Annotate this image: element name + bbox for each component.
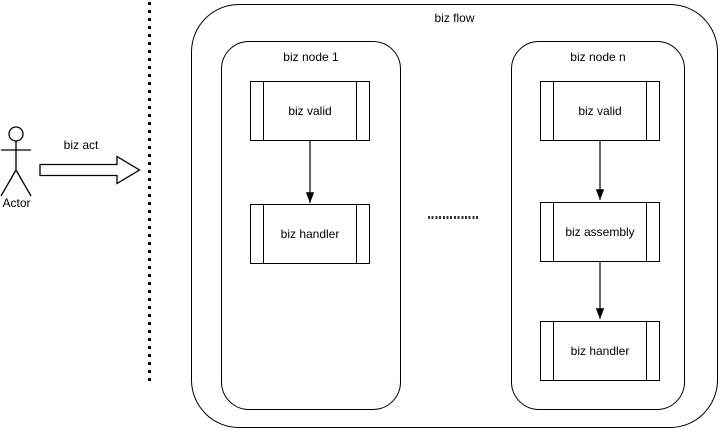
process-label: biz handler (280, 227, 340, 241)
process-biz-handler-noden[interactable]: biz handler (540, 321, 660, 381)
biz-flow-title: biz flow (434, 11, 475, 25)
boundary-dotted-line (148, 2, 151, 383)
biz-node-1-title: biz node 1 (283, 50, 339, 64)
process-biz-handler-node1[interactable]: biz handler (250, 204, 370, 264)
process-side-bar (263, 82, 264, 140)
actor-leg-left (0, 169, 17, 197)
actor-label: Actor (2, 196, 31, 210)
biz-node-n-title: biz node n (570, 50, 626, 64)
action-block-arrow[interactable] (39, 155, 141, 185)
process-side-bar (553, 82, 554, 140)
ellipsis-dots (428, 216, 479, 219)
process-side-bar (553, 203, 554, 261)
process-biz-valid-node1[interactable]: biz valid (250, 81, 370, 141)
process-label: biz valid (288, 104, 332, 118)
actor-figure[interactable] (0, 126, 32, 197)
process-side-bar (356, 205, 357, 263)
process-biz-valid-noden[interactable]: biz valid (540, 81, 660, 141)
actor-leg-right (15, 169, 32, 197)
actor-head (8, 126, 24, 142)
process-side-bar (553, 322, 554, 380)
process-side-bar (646, 322, 647, 380)
process-label: biz valid (578, 104, 622, 118)
process-side-bar (356, 82, 357, 140)
process-label: biz handler (570, 344, 630, 358)
process-side-bar (263, 205, 264, 263)
process-side-bar (646, 203, 647, 261)
action-arrow-label: biz act (63, 138, 99, 152)
process-label: biz assembly (565, 225, 635, 239)
process-biz-assembly-noden[interactable]: biz assembly (540, 202, 660, 262)
process-side-bar (646, 82, 647, 140)
